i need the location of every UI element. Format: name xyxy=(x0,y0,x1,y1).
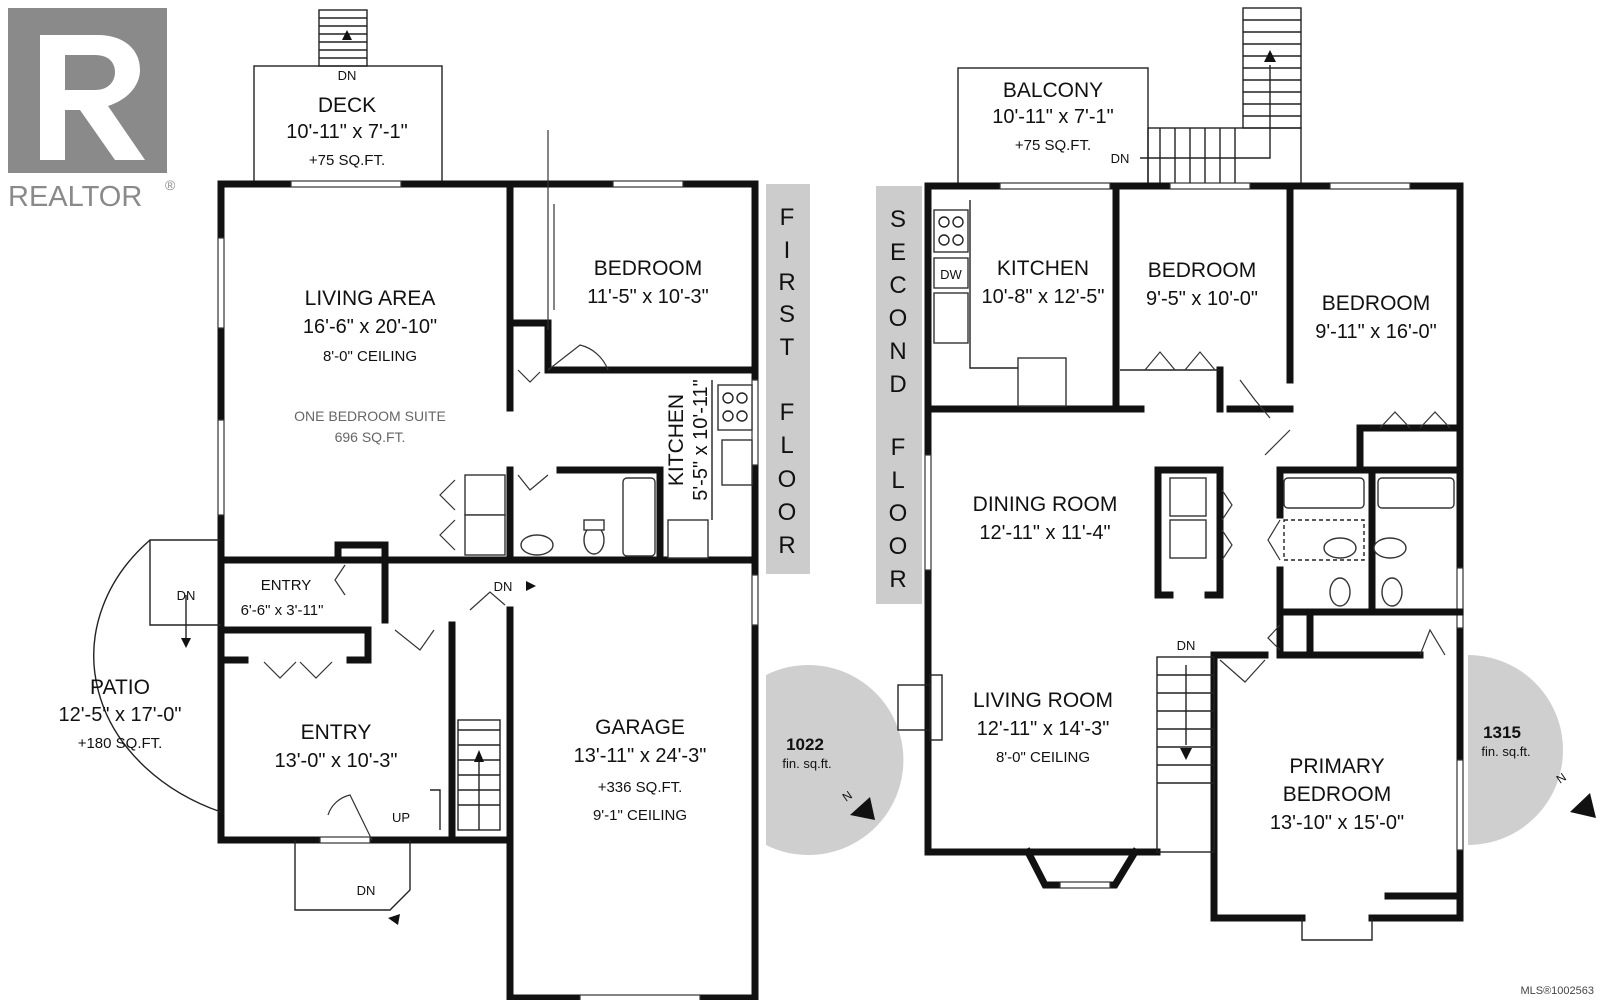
suite-area: 696 SQ.FT. xyxy=(335,429,406,445)
patio-stair-label: DN xyxy=(177,588,196,603)
first-floor-label-4: T xyxy=(780,334,797,361)
living2-name: LIVING ROOM xyxy=(973,689,1113,712)
patio-outline xyxy=(93,539,222,813)
entry-small-dim: 6'-6" x 3'-11" xyxy=(241,602,324,619)
garage-area: +336 SQ.FT. xyxy=(598,779,683,796)
first-floor-label-0: F xyxy=(780,204,797,231)
garage-stair-label: DN xyxy=(494,579,513,594)
mls-number: MLS®1002563 xyxy=(1520,985,1594,997)
balcony-stair-label: DN xyxy=(1111,151,1130,166)
bedroom-name: BEDROOM xyxy=(594,257,703,280)
second-floor-label-9: O xyxy=(889,500,910,527)
garage-dim: 13'-11" x 24'-3" xyxy=(574,745,707,767)
deck-stair-label: DN xyxy=(338,68,357,83)
first-floor-label-3: S xyxy=(779,301,797,328)
second-floor-north-arrow xyxy=(1570,793,1596,818)
second-floor-labels: BALCONY 10'-11" x 7'-1" +75 SQ.FT. DN KI… xyxy=(889,79,1569,834)
first-floor-label-8: O xyxy=(778,466,799,493)
entry-up-label: UP xyxy=(392,810,410,825)
primary-dim: 13'-10" x 15'-0" xyxy=(1270,812,1404,834)
kitchen2-dim: 10'-8" x 12'-5" xyxy=(981,286,1104,308)
first-floor-labels: DN DECK 10'-11" x 7'-1" +75 SQ.FT. LIVIN… xyxy=(58,68,854,898)
first-floor-sqft: 1022 xyxy=(786,735,824,754)
suite-label: ONE BEDROOM SUITE xyxy=(294,408,446,424)
deck-name: DECK xyxy=(318,94,376,117)
living-area-name: LIVING AREA xyxy=(305,287,436,310)
first-floor-label-bg xyxy=(766,184,810,574)
first-floor-label-6: F xyxy=(780,399,797,426)
logo-text: REALTOR xyxy=(8,181,142,213)
logo-registered-mark: ® xyxy=(165,177,176,193)
patio-name: PATIO xyxy=(90,676,150,699)
bedroom1-name: BEDROOM xyxy=(1148,259,1257,282)
second-floor-sqft-badge xyxy=(1468,655,1563,845)
living2-ceiling: 8'-0" CEILING xyxy=(996,749,1090,766)
primary-name2: BEDROOM xyxy=(1283,783,1392,806)
entry-dim: 13'-0" x 10'-3" xyxy=(274,750,397,772)
bedroom-dim: 11'-5" x 10'-3" xyxy=(587,286,709,308)
living-area-dim: 16'-6" x 20'-10" xyxy=(303,316,437,338)
second-floor-label-1: E xyxy=(890,239,908,266)
front-step-label: DN xyxy=(357,883,376,898)
balcony-dim: 10'-11" x 7'-1" xyxy=(992,106,1114,128)
kitchen-dim: 5'-5" x 10'-11" xyxy=(690,379,712,501)
living-area-ceiling: 8'-0" CEILING xyxy=(323,348,417,365)
realtor-logo: REALTOR ® xyxy=(8,8,176,213)
second-floor-sqft: 1315 xyxy=(1483,723,1521,742)
dining-name: DINING ROOM xyxy=(973,493,1118,516)
deck-stairs xyxy=(318,9,368,67)
primary-name: PRIMARY xyxy=(1289,755,1384,778)
first-floor-north-arrow xyxy=(850,797,875,820)
living2-dim: 12'-11" x 14'-3" xyxy=(977,718,1110,740)
second-floor-label-0: S xyxy=(890,206,908,233)
balcony-name: BALCONY xyxy=(1003,79,1103,102)
first-floor-label-9: O xyxy=(778,499,799,526)
garage-ceiling: 9'-1" CEILING xyxy=(593,807,687,824)
entry-small-name: ENTRY xyxy=(261,577,312,594)
second-floor-label-8: L xyxy=(891,467,906,494)
bedroom2-name: BEDROOM xyxy=(1322,292,1431,315)
dining-dim: 12'-11" x 11'-4" xyxy=(979,522,1110,544)
deck-dim: 10'-11" x 7'-1" xyxy=(286,121,408,143)
second-floor-label-10: O xyxy=(889,533,910,560)
first-floor-label-10: R xyxy=(778,532,797,559)
first-floor-plan xyxy=(93,9,904,1000)
first-floor-label-1: I xyxy=(784,237,793,264)
balcony-stairs xyxy=(1140,7,1302,187)
second-floor-label-bg xyxy=(876,186,922,604)
patio-dim: 12'-5" x 17'-0" xyxy=(58,704,181,726)
entry-name: ENTRY xyxy=(301,721,372,744)
second-floor-label-7: F xyxy=(891,434,908,461)
second-floor-label-4: N xyxy=(889,338,908,365)
kitchen-name: KITCHEN xyxy=(665,394,688,486)
first-floor-label-2: R xyxy=(778,269,797,296)
second-floor-label-5: D xyxy=(889,371,908,398)
second-floor-label-3: O xyxy=(889,305,910,332)
first-floor-sqft-unit: fin. sq.ft. xyxy=(782,756,831,771)
balcony-area: +75 SQ.FT. xyxy=(1015,137,1091,154)
living2-stair-label: DN xyxy=(1177,638,1196,653)
patio-area: +180 SQ.FT. xyxy=(78,735,163,752)
bedroom1-dim: 9'-5" x 10'-0" xyxy=(1146,288,1258,310)
first-floor-label-7: L xyxy=(780,432,795,459)
bedroom2-dim: 9'-11" x 16'-0" xyxy=(1315,321,1437,343)
dishwasher-label: DW xyxy=(940,267,962,282)
second-floor-sqft-unit: fin. sq.ft. xyxy=(1481,744,1530,759)
deck-area: +75 SQ.FT. xyxy=(309,152,385,169)
garage-name: GARAGE xyxy=(595,716,685,739)
kitchen2-name: KITCHEN xyxy=(997,257,1089,280)
second-floor-label-11: R xyxy=(889,566,908,593)
second-floor-plan xyxy=(876,7,1596,941)
second-floor-label-2: C xyxy=(889,272,908,299)
